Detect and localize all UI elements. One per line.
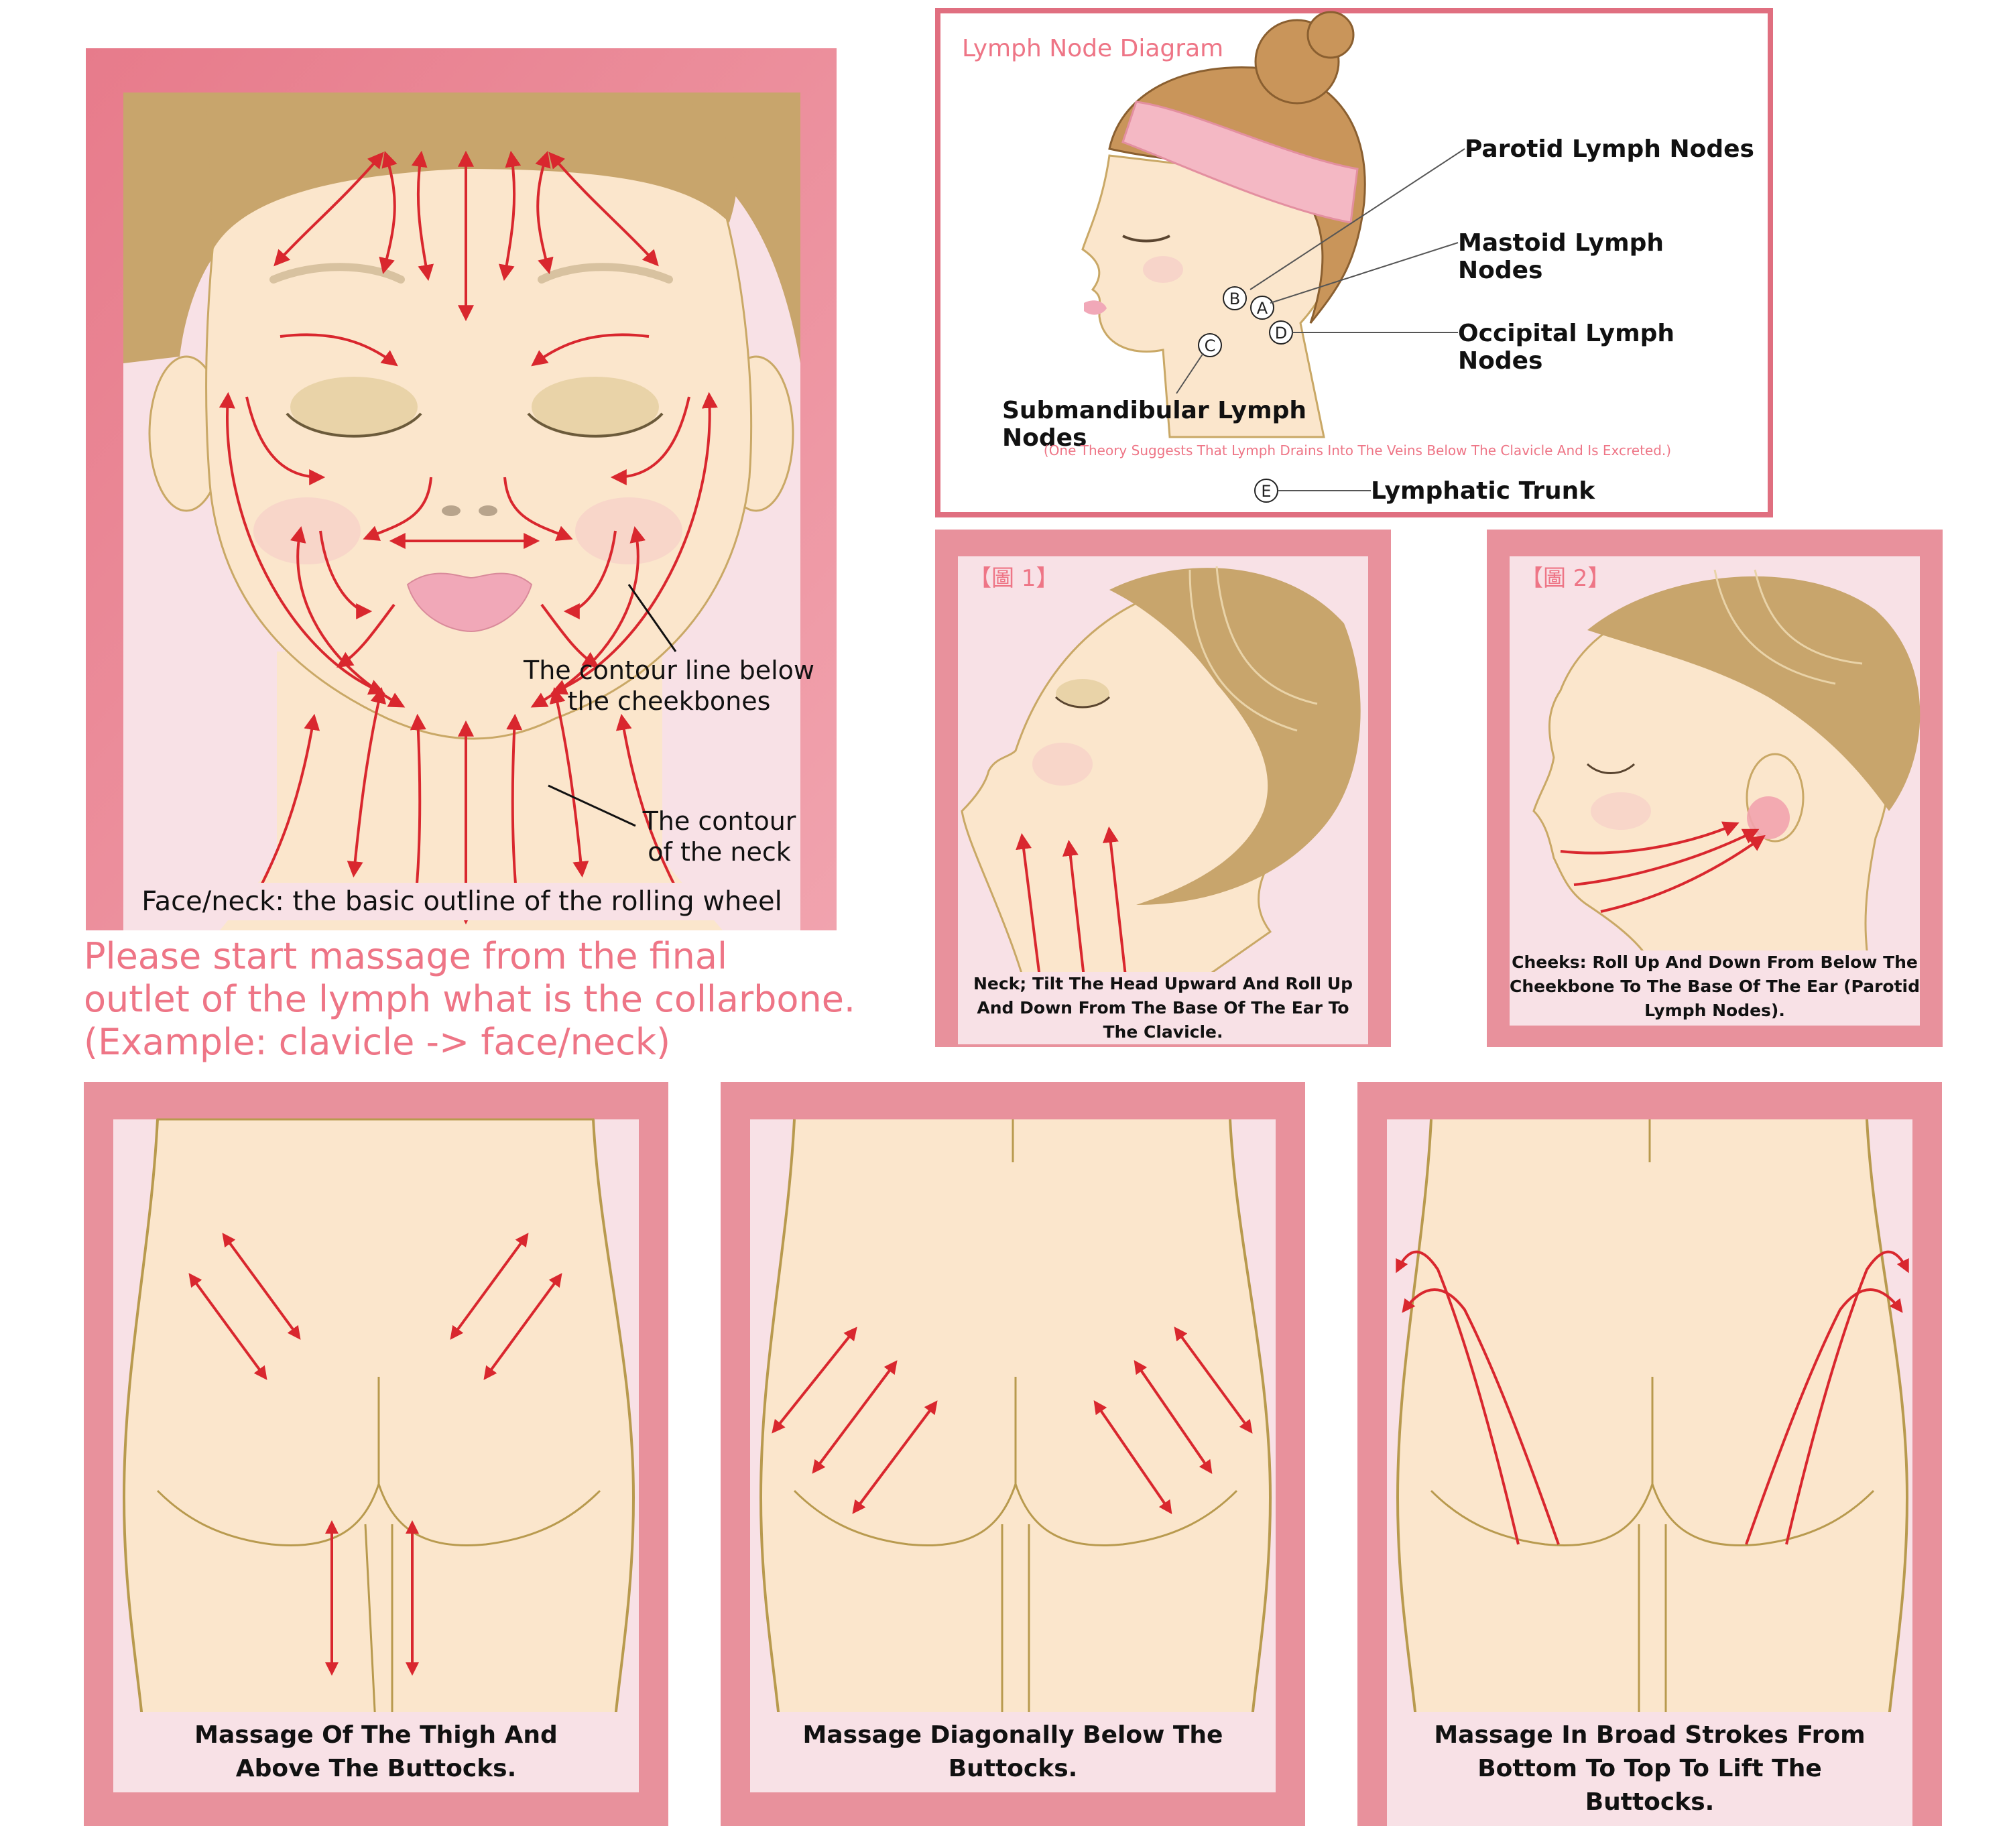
annotation-neck: The contour of the neck — [642, 806, 796, 867]
marker-b: B — [1229, 290, 1240, 308]
lymph-diagram-title: Lymph Node Diagram — [962, 35, 1224, 62]
marker-e: E — [1261, 482, 1271, 501]
lymph-node-diagram: B A C D E Lymph Node Diagram Parotid Lym… — [935, 8, 1773, 517]
buttock-caption-3: Massage In Broad Strokes From Bottom To … — [1387, 1712, 1912, 1826]
marker-d: D — [1275, 324, 1287, 343]
neck-illustration — [935, 530, 1391, 1047]
face-panel-caption: Face/neck: the basic outline of the roll… — [123, 883, 800, 920]
face-neck-illustration — [86, 48, 837, 930]
theory-note: (One Theory Suggests That Lymph Drains I… — [1043, 442, 1672, 458]
cheek-caption: Cheeks: Roll Up And Down From Below The … — [1510, 950, 1920, 1023]
buttock-panel-2: Massage Diagonally Below The Buttocks. — [721, 1082, 1305, 1826]
label-occipital: Occipital Lymph Nodes — [1458, 320, 1674, 375]
instruction-note: Please start massage from the final outl… — [84, 935, 856, 1063]
lymph-head-illustration: B A C D E — [935, 8, 1773, 517]
label-parotid: Parotid Lymph Nodes — [1465, 135, 1754, 163]
annotation-cheekbones: The contour line below the cheekbones — [524, 656, 814, 716]
label-mastoid: Mastoid Lymph Nodes — [1458, 229, 1664, 284]
buttock-panel-3: Massage In Broad Strokes From Bottom To … — [1357, 1082, 1942, 1826]
marker-c: C — [1205, 336, 1216, 355]
neck-panel: 【圖 1】 Neck; Tilt The Head Upward And Rol… — [935, 530, 1391, 1047]
buttock-panel-1: Massage Of The Thigh And Above The Butto… — [84, 1082, 668, 1826]
label-submandibular: Submandibular Lymph Nodes — [1002, 397, 1307, 452]
figure-tag-1: 【圖 1】 — [969, 565, 1059, 592]
buttock-caption-1: Massage Of The Thigh And Above The Butto… — [113, 1712, 639, 1792]
cheek-panel: 【圖 2】 Cheeks: Roll Up And Down From Belo… — [1487, 530, 1943, 1047]
buttock-illustration-3 — [1357, 1082, 1942, 1826]
face-neck-panel: The contour line below the cheekbones Th… — [86, 48, 837, 930]
label-trunk: Lymphatic Trunk — [1371, 477, 1595, 505]
buttock-caption-2: Massage Diagonally Below The Buttocks. — [750, 1712, 1276, 1792]
marker-a: A — [1257, 299, 1268, 318]
neck-caption: Neck; Tilt The Head Upward And Roll Up A… — [958, 972, 1368, 1044]
buttock-illustration-1 — [84, 1082, 668, 1826]
figure-tag-2: 【圖 2】 — [1520, 565, 1611, 592]
